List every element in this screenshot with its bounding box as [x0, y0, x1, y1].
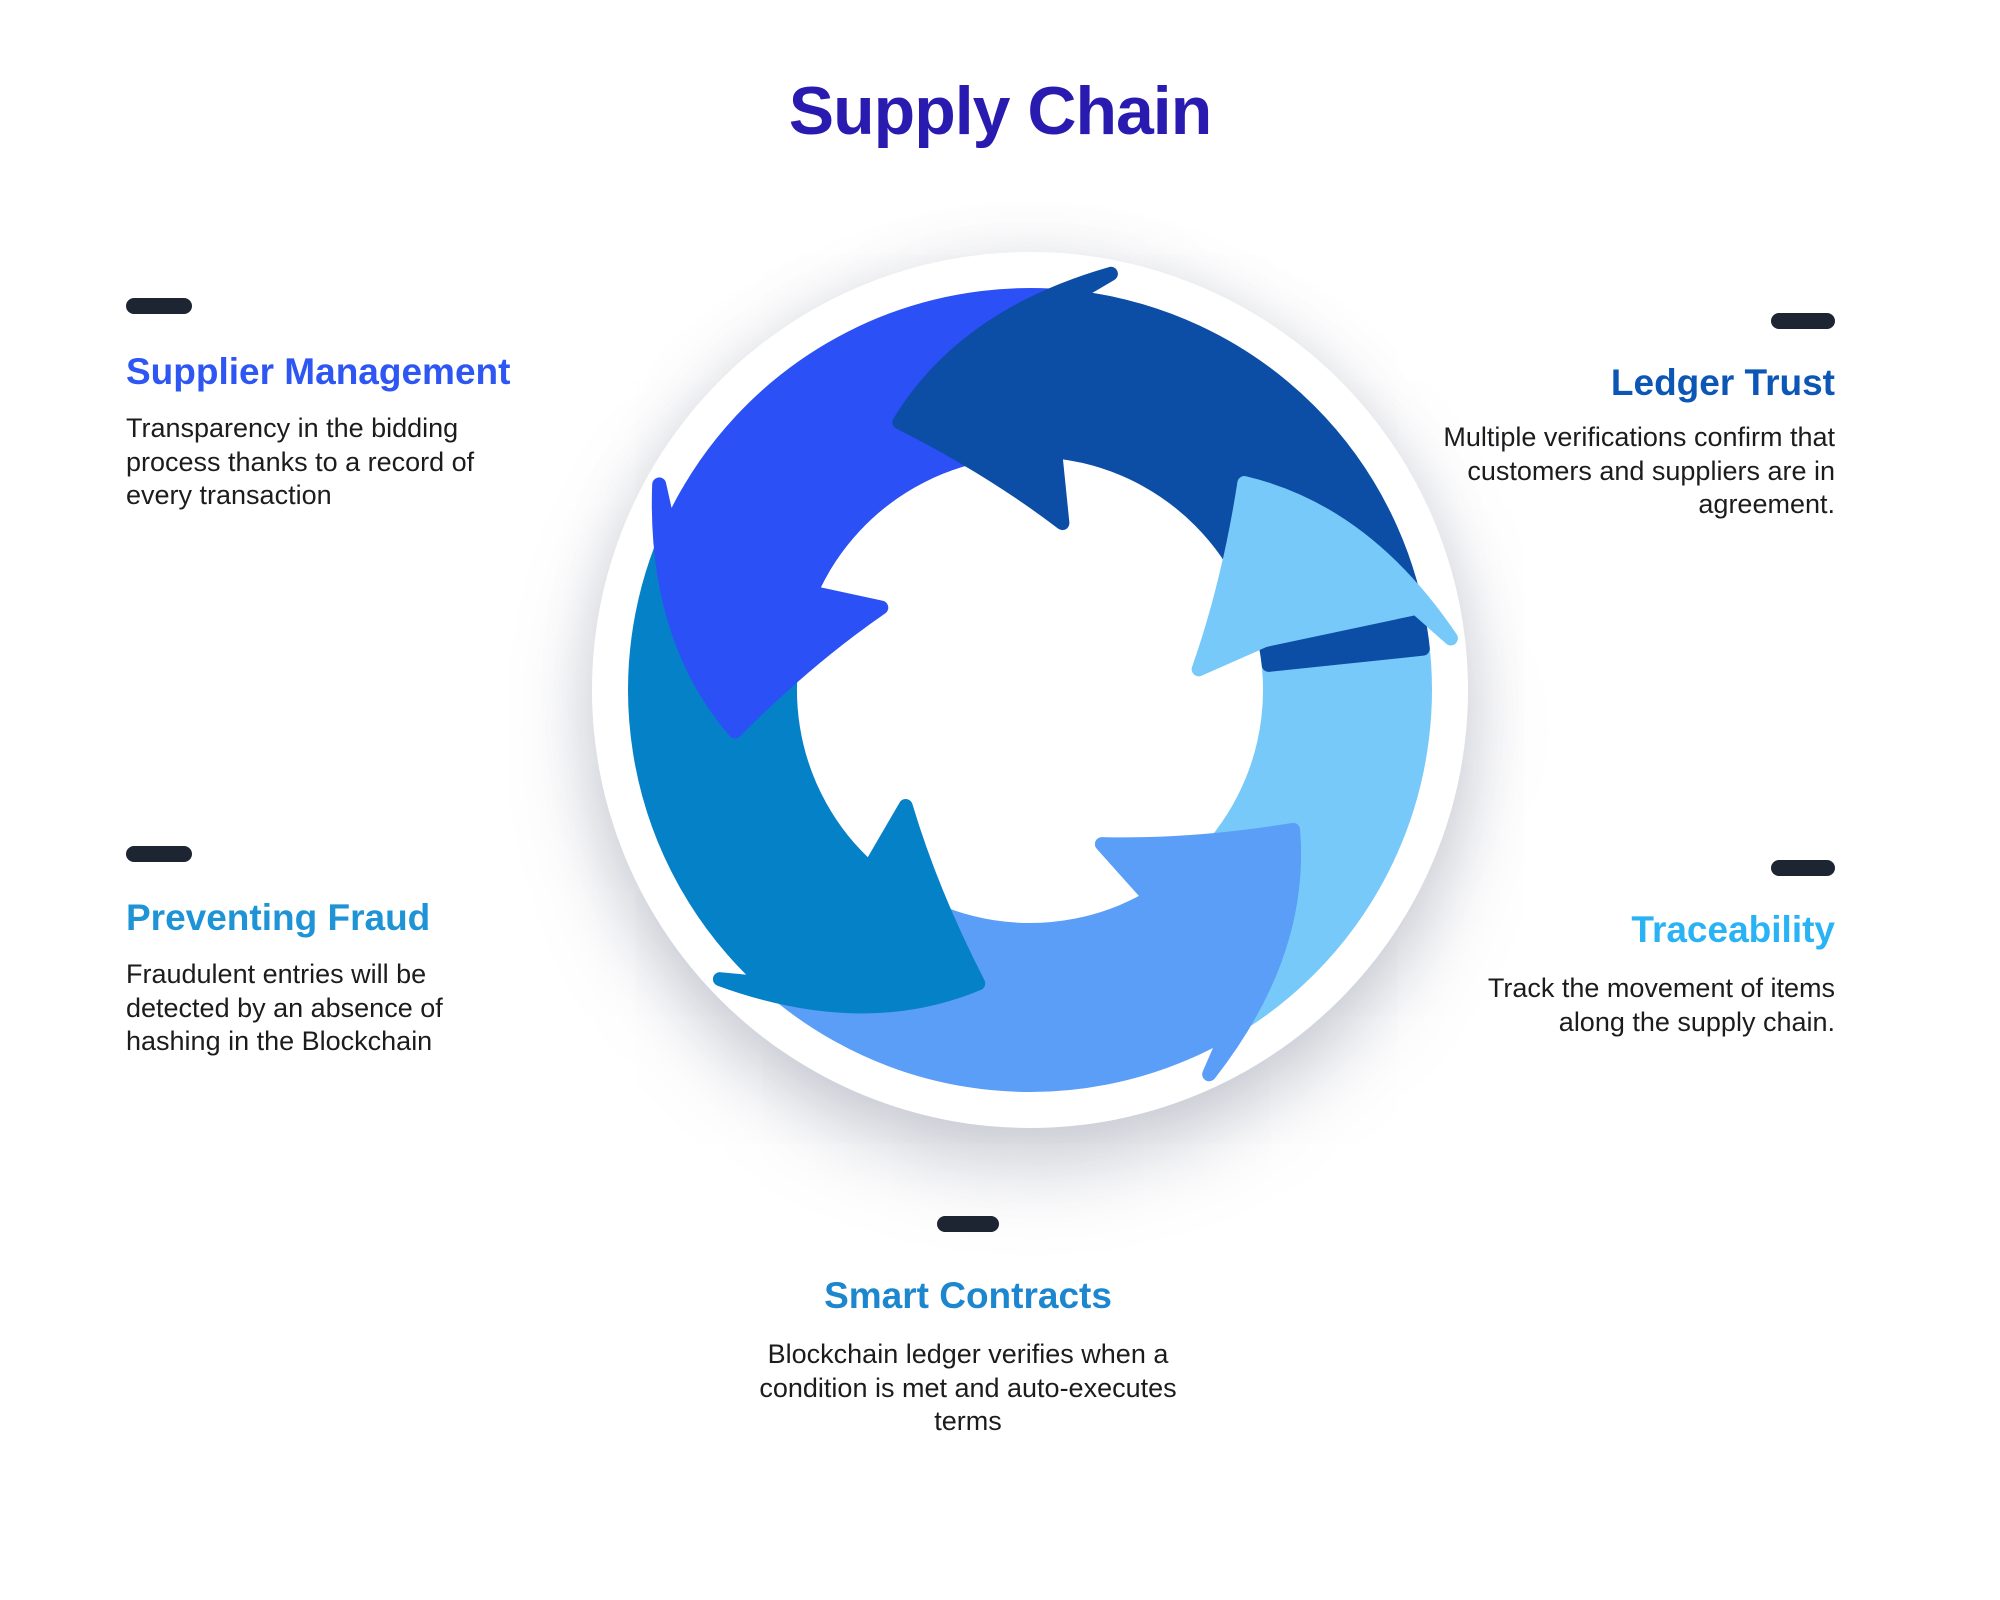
section-supplier-management: Supplier Management Transparency in the …	[126, 298, 536, 513]
section-title: Traceability	[1631, 909, 1835, 950]
section-title: Preventing Fraud	[126, 897, 431, 938]
section-body: Fraudulent entries will be detected by a…	[126, 959, 443, 1057]
section-dash	[126, 846, 192, 862]
section-smart-contracts: Smart Contracts Blockchain ledger verifi…	[723, 1216, 1213, 1439]
section-ledger-trust: Ledger Trust Multiple verifications conf…	[1415, 313, 1835, 522]
section-title: Smart Contracts	[824, 1275, 1112, 1316]
section-dash	[126, 298, 192, 314]
section-body: Blockchain ledger verifies when a condit…	[759, 1339, 1177, 1437]
section-body: Transparency in the bidding process than…	[126, 413, 475, 511]
section-dash	[1771, 313, 1835, 329]
cycle-diagram	[580, 240, 1480, 1140]
section-traceability: Traceability Track the movement of items…	[1435, 860, 1835, 1039]
section-body: Track the movement of items along the su…	[1487, 973, 1835, 1037]
section-title: Supplier Management	[126, 351, 511, 392]
section-title: Ledger Trust	[1610, 362, 1835, 403]
section-dash	[1771, 860, 1835, 876]
page-title: Supply Chain	[788, 73, 1212, 149]
section-body: Multiple verifications confirm that cust…	[1443, 422, 1835, 520]
section-preventing-fraud: Preventing Fraud Fraudulent entries will…	[126, 846, 536, 1059]
section-dash	[937, 1216, 999, 1232]
